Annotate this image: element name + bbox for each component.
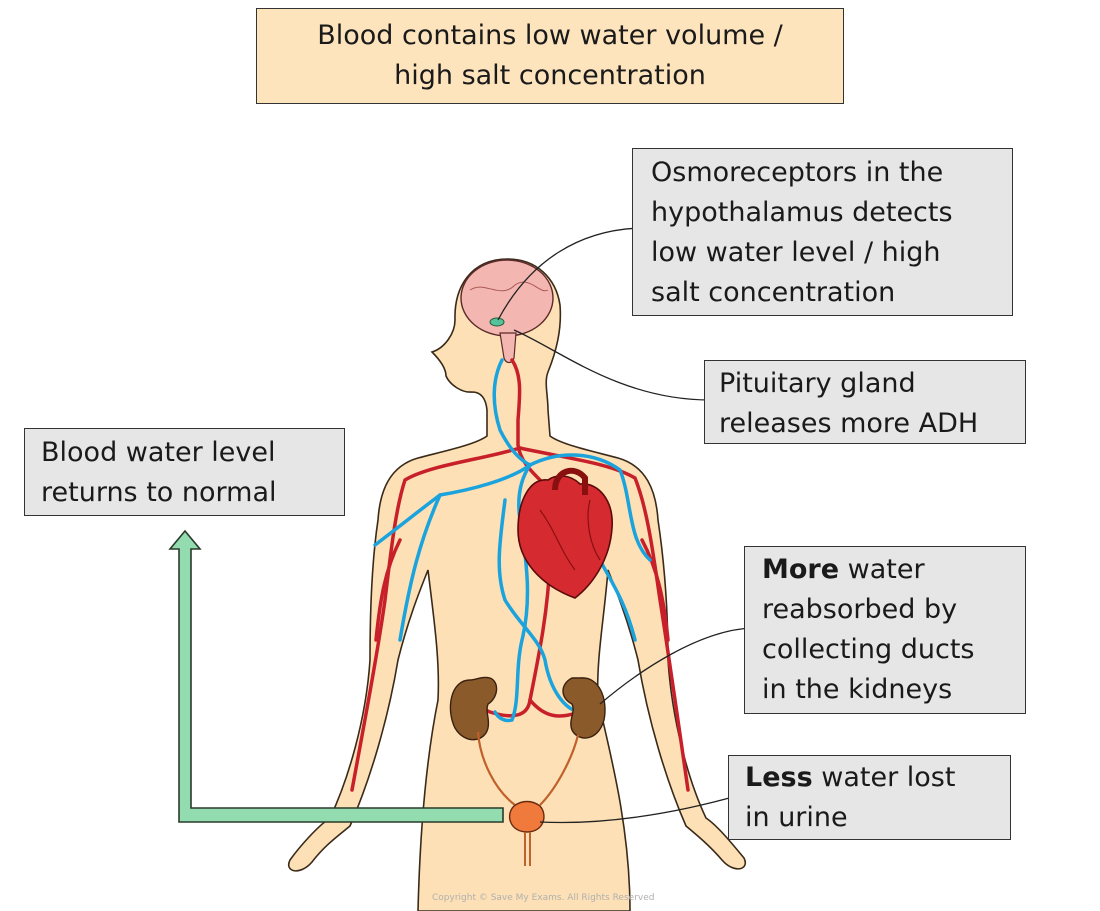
bladder: [508, 800, 545, 833]
reabsorb-line-1: More water: [762, 550, 1025, 590]
return-to-normal-box: Blood water level returns to normal: [24, 428, 345, 516]
aorta: [552, 467, 588, 495]
copyright-watermark: Copyright © Save My Exams. All Rights Re…: [432, 893, 655, 903]
annotation-lines: [497, 227, 753, 824]
pituitary-line-1: Pituitary gland: [719, 368, 916, 399]
urine-bold: Less: [745, 762, 813, 793]
header-box: Blood contains low water volume / high s…: [256, 8, 844, 104]
urine-line-1-rest: water lost: [812, 762, 956, 793]
pituitary-box: Pituitary gland releases more ADH: [704, 360, 1026, 444]
heart-detail: [539, 499, 601, 571]
header-line-1: Blood contains low water volume /: [317, 20, 783, 51]
feedback-arrow: [168, 529, 504, 823]
urethra: [524, 832, 531, 866]
return-line-2: returns to normal: [41, 477, 277, 508]
osmoreceptors-line-1: Osmoreceptors in the: [651, 157, 944, 188]
reabsorb-bold: More: [762, 554, 840, 585]
pituitary-gland: [499, 332, 517, 364]
veins: [373, 358, 652, 723]
hypothalamus: [489, 317, 505, 327]
arteries: [350, 358, 690, 792]
brain: [460, 259, 554, 337]
osmoreceptors-box: Osmoreceptors in the hypothalamus detect…: [632, 148, 1013, 316]
header-line-2: high salt concentration: [394, 60, 706, 91]
reabsorb-line-4: in the kidneys: [762, 674, 953, 705]
osmoreceptors-line-3: low water level / high: [651, 237, 941, 268]
osmoreceptors-line-2: hypothalamus detects: [651, 197, 953, 228]
return-line-1: Blood water level: [41, 437, 276, 468]
reabsorb-line-3: collecting ducts: [762, 634, 975, 665]
body-silhouette: [287, 258, 747, 911]
ureters: [476, 731, 580, 806]
reabsorb-box: More water reabsorbed by collecting duct…: [744, 546, 1026, 714]
urine-line-2: in urine: [745, 802, 848, 833]
osmoreceptors-line-4: salt concentration: [651, 277, 896, 308]
urine-box: Less water lost in urine: [728, 755, 1011, 840]
reabsorb-line-1-rest: water: [839, 554, 925, 585]
brain-folds: [469, 281, 549, 292]
reabsorb-line-2: reabsorbed by: [762, 594, 958, 625]
pituitary-line-2: releases more ADH: [719, 408, 979, 439]
left-kidney: [449, 676, 498, 741]
right-kidney: [562, 677, 606, 739]
urine-line-1: Less water lost: [745, 758, 1010, 798]
